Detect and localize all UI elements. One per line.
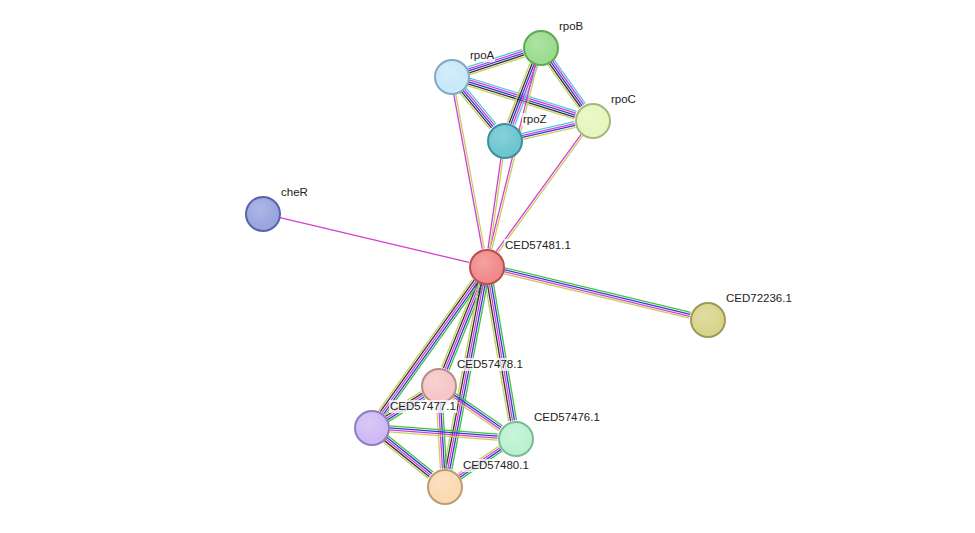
evidence-line (490, 158, 503, 248)
node-label: CED57476.1 (533, 411, 601, 424)
protein-node (487, 123, 523, 159)
node-label: CED57481.1 (504, 239, 572, 252)
evidence-line (450, 285, 485, 470)
node-label: CED57478.1 (456, 358, 524, 371)
node-label: CED57480.1 (462, 459, 530, 472)
evidence-line (489, 284, 512, 421)
evidence-line (460, 93, 490, 129)
evidence-line (387, 437, 432, 473)
interaction-edge (460, 88, 496, 129)
evidence-line (522, 125, 575, 137)
interaction-edge (488, 158, 503, 249)
protein-node (354, 410, 390, 446)
evidence-line (385, 283, 479, 415)
evidence-line (488, 285, 511, 422)
interaction-edge (503, 268, 690, 318)
node-label: rpoA (469, 49, 495, 62)
evidence-line (554, 60, 585, 104)
evidence-line (461, 92, 491, 128)
evidence-line (384, 440, 429, 476)
evidence-line (280, 218, 469, 263)
evidence-line (456, 94, 484, 249)
evidence-line (469, 82, 576, 115)
evidence-line (390, 428, 498, 436)
interaction-edge (486, 284, 517, 422)
evidence-line (548, 64, 579, 108)
interaction-edge (389, 426, 498, 440)
evidence-line (491, 284, 514, 421)
node-label: rpoB (558, 20, 584, 33)
protein-node (690, 302, 726, 338)
interaction-edge (454, 94, 484, 249)
evidence-line (523, 127, 576, 139)
interaction-edge (467, 49, 524, 74)
evidence-line (504, 270, 690, 315)
interaction-edge (452, 393, 503, 431)
evidence-line (453, 397, 500, 430)
interaction-edge (548, 60, 586, 108)
evidence-line (452, 285, 487, 470)
evidence-line (469, 80, 576, 113)
evidence-line (383, 442, 428, 478)
node-label: CED72236.1 (725, 292, 793, 305)
evidence-line (505, 268, 691, 313)
evidence-line (504, 272, 690, 317)
evidence-line (454, 395, 501, 428)
node-label: CED57477.1 (389, 400, 457, 413)
evidence-line (465, 89, 495, 125)
protein-node (498, 421, 534, 457)
protein-node (421, 368, 457, 404)
evidence-line (486, 285, 509, 422)
evidence-line (553, 61, 584, 105)
protein-node (575, 103, 611, 139)
evidence-line (551, 62, 582, 106)
evidence-line (388, 436, 433, 472)
node-label: rpoC (610, 93, 637, 106)
evidence-line (488, 158, 501, 248)
protein-node (523, 30, 559, 66)
protein-node (427, 469, 463, 505)
evidence-line (389, 432, 497, 440)
evidence-line (454, 94, 482, 249)
evidence-line (389, 430, 497, 438)
evidence-line (463, 90, 493, 126)
evidence-line (549, 63, 580, 107)
node-label: cheR (280, 186, 309, 199)
evidence-line (452, 398, 499, 431)
interaction-edge (280, 218, 469, 263)
protein-node (434, 59, 470, 95)
evidence-line (455, 393, 502, 426)
protein-node (469, 249, 505, 285)
interaction-edge (383, 436, 433, 479)
node-label: rpoZ (522, 113, 548, 126)
evidence-line (385, 439, 430, 475)
protein-node (245, 196, 281, 232)
evidence-line (503, 274, 689, 319)
